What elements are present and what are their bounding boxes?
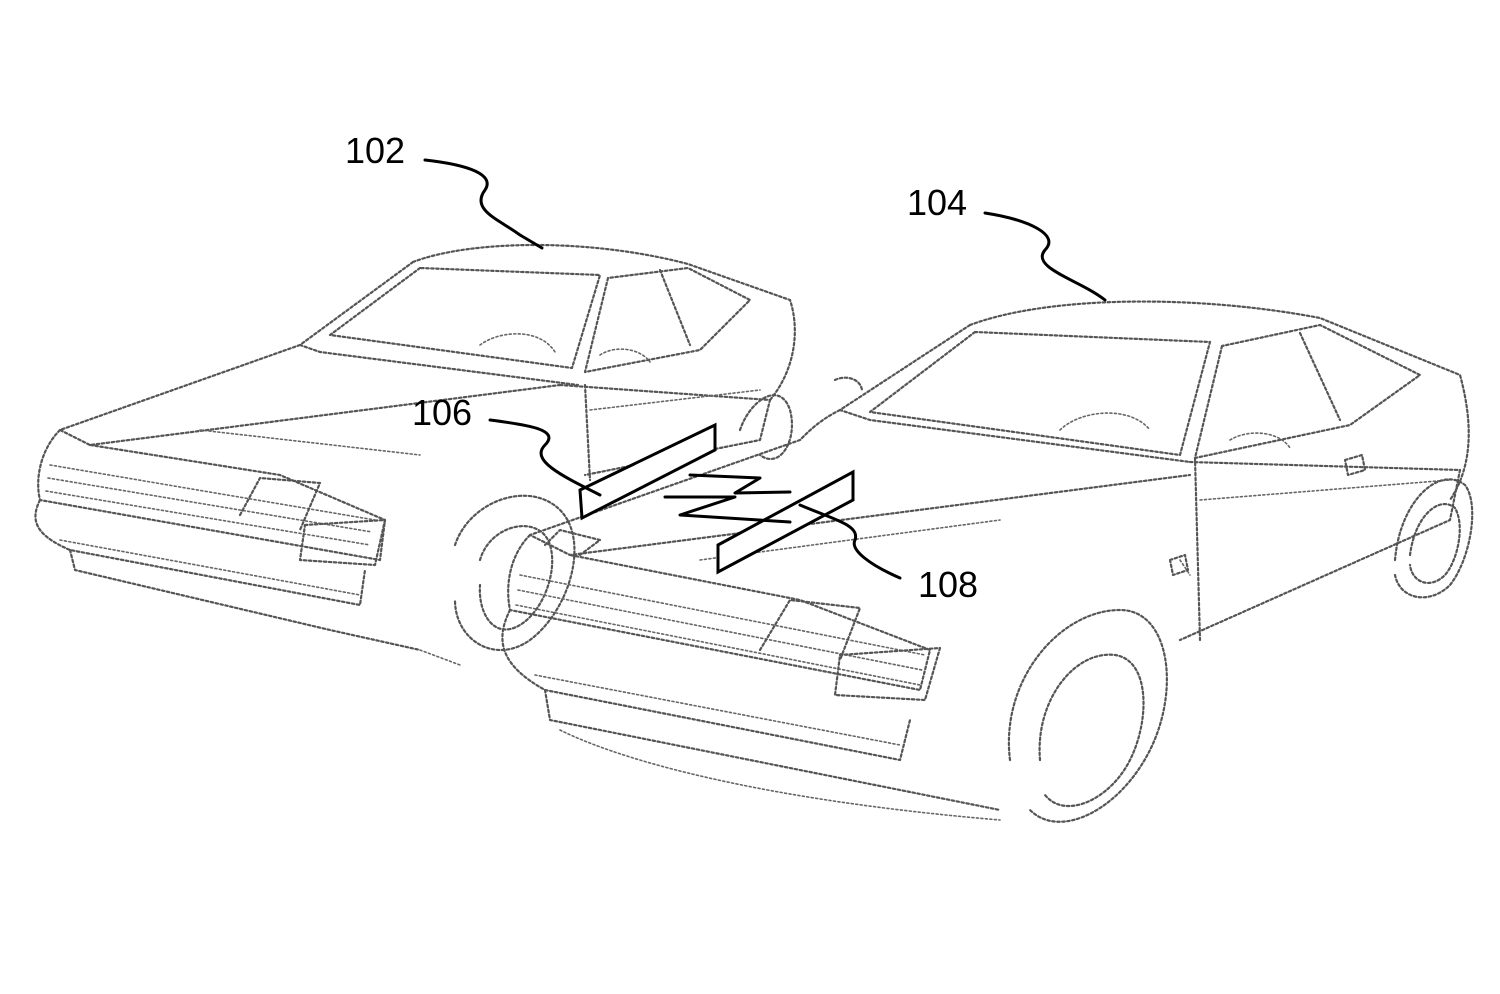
ref-label-102: 102 bbox=[345, 130, 405, 171]
device-106-panel bbox=[578, 422, 717, 521]
ref-label-106: 106 bbox=[412, 392, 472, 433]
leader-line-108 bbox=[798, 503, 902, 580]
wireless-link-icon bbox=[688, 473, 792, 495]
leader-line-104 bbox=[983, 211, 1107, 302]
wireless-link-icon bbox=[663, 495, 792, 524]
leader-line-102 bbox=[423, 158, 544, 250]
ref-label-104: 104 bbox=[907, 182, 967, 223]
leader-line-106 bbox=[488, 418, 602, 497]
vehicle-104-car-icon bbox=[501, 300, 1474, 823]
ref-label-108: 108 bbox=[918, 564, 978, 605]
